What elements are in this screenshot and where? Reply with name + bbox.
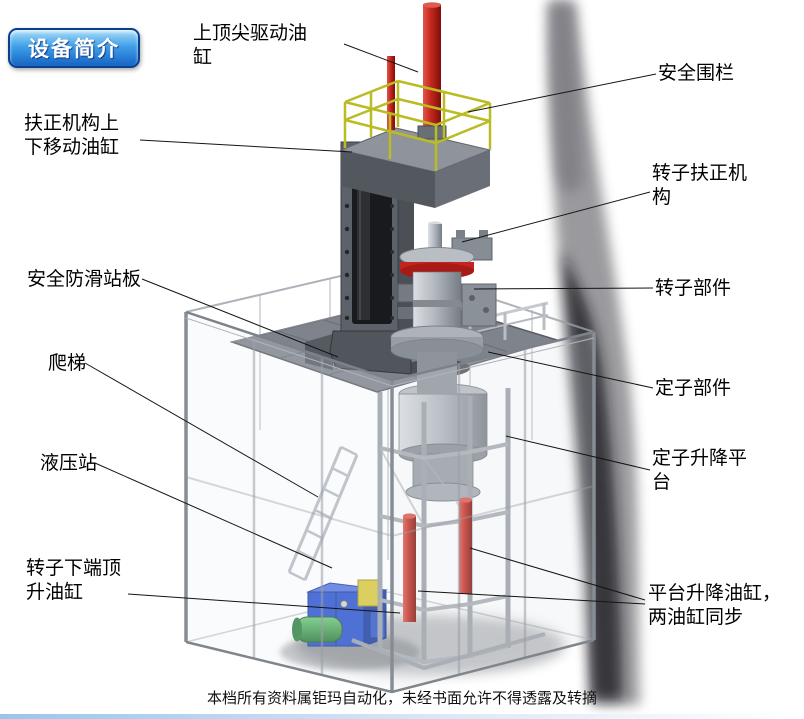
callout-centering-lift-cylinder: 扶正机构上下移动油缸	[24, 113, 120, 158]
callout-stator-component: 定子部件	[655, 378, 732, 399]
stator-lift-platform	[351, 388, 546, 671]
press-head	[339, 127, 492, 208]
pit-enclosure	[184, 310, 596, 694]
callout-top-tip-drive-cylinder: 上顶尖驱动油缸	[193, 23, 308, 68]
callout-rotor-bottom-jack: 转子下端顶升油缸	[26, 558, 122, 603]
callout-safety-fence: 安全围栏	[658, 63, 735, 84]
callout-stator-lift-platform: 定子升降平台	[652, 448, 748, 493]
callout-rotor-centering: 转子扶正机构	[652, 163, 748, 208]
title-badge: 设备简介	[8, 28, 140, 68]
platform-lift-cylinders	[403, 497, 472, 622]
callout-hydraulic-station: 液压站	[40, 453, 98, 474]
callout-anti-slip-platform: 安全防滑站板	[27, 269, 142, 290]
callout-platform-lift-cylinders: 平台升降油缸，两油缸同步	[648, 583, 782, 628]
leader-lines	[84, 43, 657, 614]
footer-accent-bar	[0, 714, 804, 719]
top-tip-drive-cylinder	[387, 2, 447, 140]
confidentiality-footer: 本档所有资料属钜玛自动化，未经书面允许不得透露及转摘	[206, 691, 597, 707]
callout-ladder: 爬梯	[48, 353, 87, 374]
callout-rotor-component: 转子部件	[655, 278, 732, 299]
safety-fence	[343, 79, 492, 171]
